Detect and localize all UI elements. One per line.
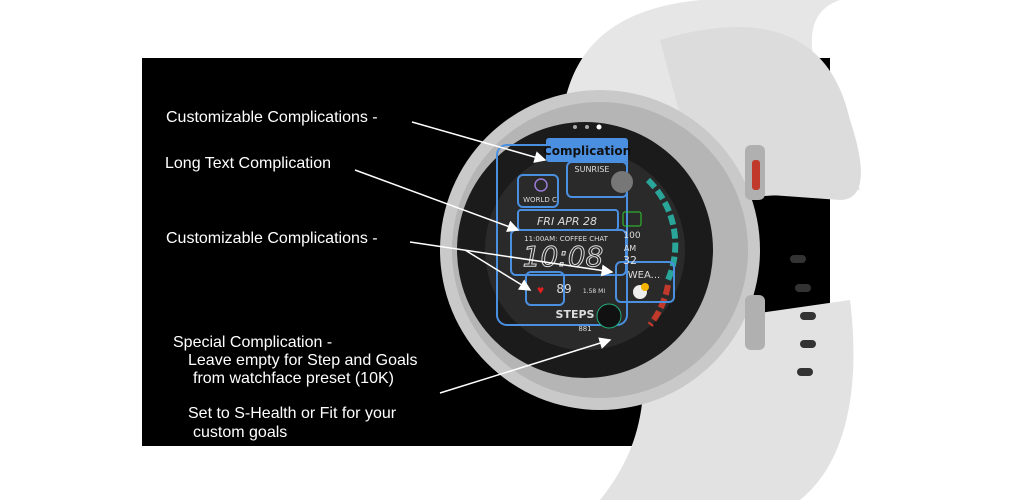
heart-rate-value[interactable]: 89: [556, 282, 571, 296]
band-holes: [790, 255, 816, 376]
steps-value: 881: [578, 325, 591, 333]
watch-screen: [485, 150, 685, 350]
date-label: FRI APR 28: [537, 215, 597, 228]
annotation-special-line1: Leave empty for Step and Goals: [188, 352, 418, 369]
annotation-customizable-2: Customizable Complications -: [166, 230, 378, 247]
annotation-arrows: [354, 121, 614, 394]
crown-button-bottom: [745, 295, 765, 350]
ampm-label: AM: [624, 244, 636, 253]
moon-icon: [611, 171, 633, 193]
seconds-label: 32: [623, 254, 637, 267]
battery-icon: [622, 211, 642, 227]
sunrise-label: SUNRISE: [575, 165, 610, 174]
distance-value: 1.58 MI: [583, 288, 605, 295]
globe-icon: [534, 178, 548, 192]
annotation-special-line3: Set to S-Health or Fit for your: [188, 405, 397, 422]
annotation-special-title: Special Complication -: [173, 334, 333, 351]
annotation-customizable-1: Customizable Complications -: [166, 109, 378, 126]
complication-badge: [546, 138, 628, 162]
time-display: 10:08: [523, 240, 604, 273]
steps-label[interactable]: STEPS: [556, 308, 595, 321]
complication-badge-label[interactable]: Complication: [543, 144, 631, 158]
annotation-special-line4: custom goals: [193, 424, 288, 441]
weather-label[interactable]: WEA...: [628, 270, 660, 281]
heart-icon: ♥: [537, 283, 544, 297]
battery-value[interactable]: 100: [623, 231, 640, 241]
event-label[interactable]: 11:00AM: COFFEE CHAT: [524, 235, 609, 243]
walking-icon: [596, 303, 622, 329]
world-clock-label[interactable]: WORLD C: [523, 196, 557, 204]
annotation-long-text: Long Text Complication: [165, 155, 332, 172]
annotation-special-line2: from watchface preset (10K): [193, 370, 394, 387]
